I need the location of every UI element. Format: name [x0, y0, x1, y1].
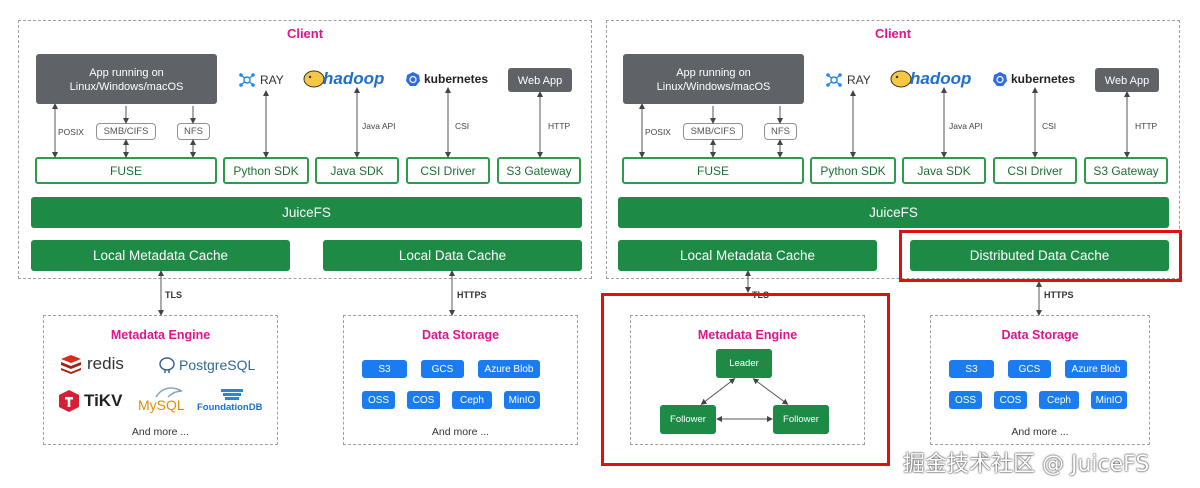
left-storage-oss: OSS — [362, 391, 395, 409]
right-k8s-logo: kubernetes — [992, 70, 1084, 88]
right-client-label: Client — [874, 26, 912, 41]
foundationdb-icon — [221, 389, 243, 400]
right-ray-logo: RAY — [825, 71, 885, 89]
right-storage-ceph: Ceph — [1039, 391, 1079, 409]
right-webapp-box: Web App — [1095, 68, 1159, 92]
tikv-logo: TiKV — [58, 389, 122, 413]
postgres-elephant-icon — [159, 357, 175, 373]
redis-icon — [61, 355, 81, 374]
right-data-and-more: And more ... — [1011, 426, 1069, 438]
right-app-box: App running on Linux/Windows/macOS — [623, 54, 804, 104]
postgres-logo: PostgreSQL — [158, 356, 255, 374]
hadoop-label: hadoop — [910, 69, 972, 88]
left-client-label: Client — [286, 26, 324, 41]
right-csi-label: CSI — [1042, 121, 1057, 131]
right-juicefs-bar: JuiceFS — [618, 197, 1169, 228]
right-http-label: HTTP — [1135, 121, 1158, 131]
watermark: 掘金技术社区 @ JuiceFS — [903, 452, 1150, 477]
foundationdb-logo: FoundationDB — [197, 388, 267, 416]
ray-icon — [239, 73, 255, 87]
left-storage-s3: S3 — [362, 360, 407, 378]
right-metadata-engine-frame — [630, 315, 865, 445]
right-python-sdk-box: Python SDK — [810, 157, 896, 184]
left-data-cache-bar: Local Data Cache — [323, 240, 582, 271]
left-http-label: HTTP — [548, 121, 571, 131]
right-storage-s3: S3 — [949, 360, 994, 378]
left-storage-azure: Azure Blob — [478, 360, 540, 378]
right-metadata-engine-title: Metadata Engine — [697, 328, 798, 342]
left-s3-gateway-box: S3 Gateway — [497, 157, 581, 184]
right-java-sdk-box: Java SDK — [902, 157, 986, 184]
right-distributed-cache-bar: Distributed Data Cache — [910, 240, 1169, 271]
left-meta-and-more: And more ... — [131, 426, 190, 438]
ray-label: RAY — [847, 73, 871, 87]
left-webapp-box: Web App — [508, 68, 572, 92]
left-python-sdk-box: Python SDK — [223, 157, 309, 184]
kubernetes-icon — [993, 72, 1007, 86]
left-data-storage-title: Data Storage — [421, 328, 500, 342]
kubernetes-icon — [406, 72, 420, 86]
highlight-distributed-cache — [899, 230, 1182, 282]
tikv-icon — [59, 390, 79, 412]
leader-node: Leader — [716, 349, 772, 378]
right-java-api-label: Java API — [949, 121, 983, 131]
right-posix-label: POSIX — [645, 127, 671, 137]
left-storage-ceph: Ceph — [452, 391, 492, 409]
mysql-logo: MySQL — [138, 385, 194, 415]
right-storage-azure: Azure Blob — [1065, 360, 1127, 378]
tikv-label: TiKV — [84, 391, 123, 410]
left-storage-minio: MinIO — [504, 391, 540, 409]
right-storage-minio: MinIO — [1091, 391, 1127, 409]
left-storage-cos: COS — [407, 391, 440, 409]
left-data-storage-frame — [343, 315, 578, 445]
left-storage-gcs: GCS — [421, 360, 464, 378]
left-hadoop-logo: hadoop — [302, 66, 402, 92]
redis-label: redis — [87, 354, 124, 373]
left-k8s-logo: kubernetes — [405, 70, 497, 88]
hadoop-elephant-icon — [890, 70, 912, 88]
hadoop-label: hadoop — [323, 69, 385, 88]
follower-right-node: Follower — [773, 405, 829, 434]
right-storage-cos: COS — [994, 391, 1027, 409]
hadoop-elephant-icon — [303, 70, 325, 88]
left-posix-label: POSIX — [58, 127, 84, 137]
left-csi-label: CSI — [455, 121, 470, 131]
redis-logo: redis — [60, 354, 124, 374]
ray-label: RAY — [260, 73, 284, 87]
right-storage-oss: OSS — [949, 391, 982, 409]
left-java-api-label: Java API — [362, 121, 396, 131]
follower-left-node: Follower — [660, 405, 716, 434]
left-meta-cache-bar: Local Metadata Cache — [31, 240, 290, 271]
left-java-sdk-box: Java SDK — [315, 157, 399, 184]
left-juicefs-bar: JuiceFS — [31, 197, 582, 228]
mysql-label: MySQL — [138, 397, 185, 413]
left-csi-driver-box: CSI Driver — [406, 157, 490, 184]
postgres-label: PostgreSQL — [179, 357, 256, 373]
left-https-label: HTTPS — [457, 290, 487, 300]
right-storage-gcs: GCS — [1008, 360, 1051, 378]
left-fuse-box: FUSE — [35, 157, 217, 184]
left-data-and-more: And more ... — [431, 426, 490, 438]
right-meta-cache-bar: Local Metadata Cache — [618, 240, 877, 271]
right-https-label: HTTPS — [1044, 290, 1074, 300]
right-client-frame — [606, 20, 1180, 279]
kubernetes-label: kubernetes — [1011, 72, 1076, 86]
ray-icon — [826, 73, 842, 87]
mysql-dolphin-icon — [155, 387, 183, 398]
right-hadoop-logo: hadoop — [889, 66, 989, 92]
left-app-box: App running on Linux/Windows/macOS — [36, 54, 217, 104]
left-metadata-engine-title: Metadata Engine — [110, 328, 211, 342]
foundationdb-label: FoundationDB — [197, 402, 263, 413]
highlight-metadata-engine — [601, 293, 890, 466]
right-fuse-box: FUSE — [622, 157, 804, 184]
kubernetes-label: kubernetes — [424, 72, 489, 86]
left-tls-label: TLS — [165, 290, 182, 300]
right-data-storage-title: Data Storage — [1001, 328, 1079, 342]
left-client-frame — [18, 20, 592, 279]
right-csi-driver-box: CSI Driver — [993, 157, 1077, 184]
right-s3-gateway-box: S3 Gateway — [1084, 157, 1168, 184]
left-ray-logo: RAY — [238, 71, 298, 89]
